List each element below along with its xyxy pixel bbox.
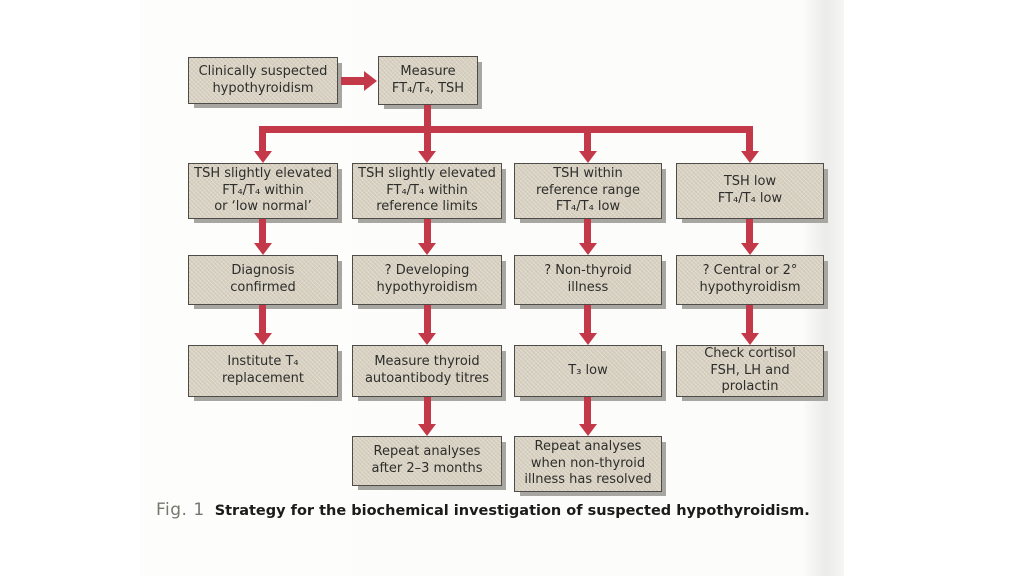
node-tsh-within-ref-ft4-low: TSH within reference range FT₄/T₄ low xyxy=(514,163,662,219)
arrowhead-branch4-outcome4 xyxy=(741,243,759,255)
arrow-outcome2-action2 xyxy=(424,305,431,333)
arrow-branch2-outcome2 xyxy=(424,219,431,243)
figure-number: Fig. 1 xyxy=(156,500,205,520)
arrowhead-branch1-outcome1 xyxy=(254,243,272,255)
node-t3-low: T₃ low xyxy=(514,345,662,397)
node-tsh-low-ft4-low: TSH low FT₄/T₄ low xyxy=(676,163,824,219)
connector-drop-col2 xyxy=(424,130,431,151)
arrowhead-drop-col1 xyxy=(254,151,272,163)
node-repeat-analyses-resolved: Repeat analyses when non-thyroid illness… xyxy=(514,436,662,492)
figure-caption-text: Strategy for the biochemical investigati… xyxy=(214,503,810,519)
node-measure-ft4-tsh: Measure FT₄/T₄, TSH xyxy=(378,56,478,105)
node-institute-t4-replacement: Institute T₄ replacement xyxy=(188,345,338,397)
arrowhead-start-to-measure xyxy=(364,71,377,91)
arrowhead-outcome2-action2 xyxy=(418,333,436,345)
arrow-outcome4-action4 xyxy=(746,305,753,333)
arrow-outcome3-action3 xyxy=(584,305,591,333)
node-clinically-suspected: Clinically suspected hypothyroidism xyxy=(188,57,338,104)
node-diagnosis-confirmed: Diagnosis confirmed xyxy=(188,255,338,305)
arrow-branch3-outcome3 xyxy=(584,219,591,243)
node-repeat-analyses-months: Repeat analyses after 2–3 months xyxy=(352,436,502,486)
arrow-action3-followup3 xyxy=(584,397,591,424)
arrowhead-action3-followup3 xyxy=(579,424,597,436)
arrowhead-action2-followup2 xyxy=(418,424,436,436)
arrowhead-outcome4-action4 xyxy=(741,333,759,345)
node-tsh-elevated-low-normal: TSH slightly elevated FT₄/T₄ within or ‘… xyxy=(188,163,338,219)
node-central-hypothyroidism: ? Central or 2° hypothyroidism xyxy=(676,255,824,305)
node-check-cortisol: Check cortisol FSH, LH and prolactin xyxy=(676,345,824,397)
arrowhead-outcome1-action1 xyxy=(254,333,272,345)
connector-distribution-bar xyxy=(259,126,753,133)
connector-drop-col3 xyxy=(584,130,591,151)
arrowhead-drop-col2 xyxy=(418,151,436,163)
figure-caption: Fig. 1 Strategy for the biochemical inves… xyxy=(156,500,816,520)
node-non-thyroid-illness: ? Non-thyroid illness xyxy=(514,255,662,305)
arrow-outcome1-action1 xyxy=(259,305,266,333)
connector-drop-col1 xyxy=(259,130,266,151)
arrowhead-branch3-outcome3 xyxy=(579,243,597,255)
arrow-action2-followup2 xyxy=(424,397,431,424)
node-developing-hypothyroidism: ? Developing hypothyroidism xyxy=(352,255,502,305)
node-tsh-elevated-ref-limits: TSH slightly elevated FT₄/T₄ within refe… xyxy=(352,163,502,219)
connector-measure-down xyxy=(424,105,431,129)
arrowhead-drop-col3 xyxy=(579,151,597,163)
connector-drop-col4 xyxy=(746,130,753,151)
arrow-branch4-outcome4 xyxy=(746,219,753,243)
arrow-branch1-outcome1 xyxy=(259,219,266,243)
node-measure-autoantibody-titres: Measure thyroid autoantibody titres xyxy=(352,345,502,397)
arrowhead-drop-col4 xyxy=(741,151,759,163)
arrowhead-outcome3-action3 xyxy=(579,333,597,345)
arrow-start-to-measure xyxy=(341,77,365,85)
arrowhead-branch2-outcome2 xyxy=(418,243,436,255)
